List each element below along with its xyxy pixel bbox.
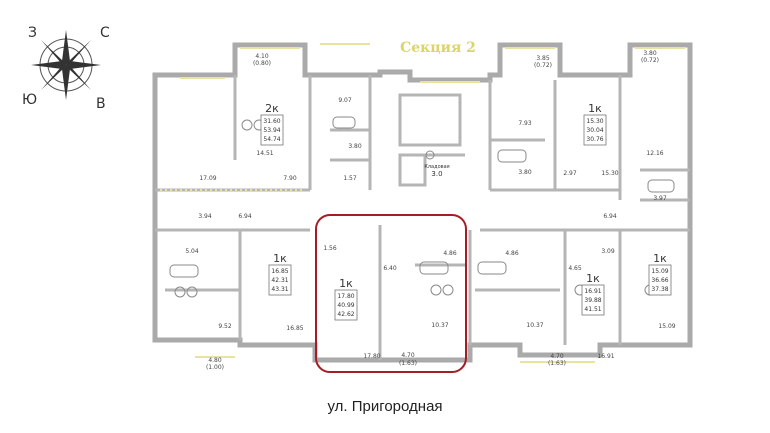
room-area: 12.16 (646, 150, 663, 157)
room-area: 1.57 (343, 175, 357, 182)
room-area: 3.97 (653, 195, 667, 202)
room-area: 6.94 (603, 213, 617, 220)
room-area: 10.37 (431, 322, 448, 329)
apartment-living-area: 16.91 (584, 288, 601, 295)
apartment-total-area: 39.88 (584, 297, 601, 304)
room-area: 5.04 (185, 248, 199, 255)
interior-walls (155, 75, 690, 360)
room-area: 16.85 (286, 325, 303, 332)
apartment-area-with-balcony: 41.51 (584, 306, 601, 313)
room-area: 7.90 (283, 175, 297, 182)
room-area: 4.70 (401, 352, 415, 359)
room-area: (1.63) (399, 360, 417, 367)
apartment-area-with-balcony: 37.38 (651, 286, 668, 293)
room-area: 4.65 (568, 265, 582, 272)
apartment-total-area: 40.99 (337, 302, 354, 309)
compass-east-label: В (96, 96, 106, 112)
apartment-area-with-balcony: 30.76 (586, 136, 603, 143)
room-area: 2.97 (563, 170, 577, 177)
apartment-area-with-balcony: 54.74 (263, 136, 280, 143)
room-area: 9.52 (218, 323, 232, 330)
room-area: 3.80 (643, 50, 657, 57)
apartment-area-with-balcony: 42.62 (337, 311, 354, 318)
apartment-living-area: 17.80 (337, 293, 354, 300)
room-area: 3.09 (601, 248, 615, 255)
apartment-rooms: 1к (273, 252, 287, 265)
room-area-labels: 4.10 (0.80) 9.07 14.51 3.80 17.09 7.90 1… (185, 50, 675, 371)
apartment-rooms: 1к (588, 102, 602, 115)
apartment-rooms: 1к (653, 252, 667, 265)
room-area: (0.72) (641, 57, 659, 64)
apartment-living-area: 31.60 (263, 118, 280, 125)
room-area: 1.56 (323, 245, 337, 252)
room-area: 7.93 (518, 120, 532, 127)
room-area: 4.80 (208, 357, 222, 364)
apartment-info-a2[interactable]: 1к 15.30 30.04 30.76 (583, 102, 607, 146)
compass-north-label: С (100, 25, 110, 41)
room-area: 3.80 (348, 143, 362, 150)
room-area: 17.09 (199, 175, 216, 182)
apartment-total-area: 30.04 (586, 127, 603, 134)
room-area: 9.07 (338, 97, 352, 104)
balconies (160, 43, 685, 373)
room-area: 15.30 (601, 170, 618, 177)
room-area: 4.10 (255, 53, 269, 60)
highlighted-apartment-frame[interactable] (315, 214, 467, 373)
room-area: 3.94 (198, 213, 212, 220)
apartment-info-a6[interactable]: 1к 16.91 39.88 41.51 (581, 272, 605, 316)
apartment-info-a3[interactable]: 1к 15.09 36.66 37.38 (648, 252, 672, 296)
apartment-rooms: 1к (339, 277, 353, 290)
compass-west-label: З (28, 25, 37, 41)
room-area: 4.86 (443, 250, 457, 257)
room-area: 6.94 (238, 213, 252, 220)
room-area: (1.00) (206, 364, 224, 371)
apartment-total-area: 53.94 (263, 127, 280, 134)
section-title: Секция 2 (400, 40, 476, 56)
apartment-living-area: 15.09 (651, 268, 668, 275)
apartment-info-a5[interactable]: 1к 17.80 40.99 42.62 (334, 277, 358, 321)
room-area: 16.91 (597, 353, 614, 360)
apartment-area-with-balcony: 43.31 (271, 286, 288, 293)
room-area: 3.85 (536, 55, 550, 62)
room-area: (1.63) (548, 360, 566, 367)
apartment-living-area: 16.85 (271, 268, 288, 275)
room-area: 4.70 (550, 353, 564, 360)
apartment-info-a4[interactable]: 1к 16.85 42.31 43.31 (268, 252, 292, 296)
room-area: 14.51 (256, 150, 273, 157)
apartment-info-a1[interactable]: 2к 31.60 53.94 54.74 (260, 102, 284, 146)
compass-rose: С З Ю В (22, 25, 110, 112)
closet-label: Кладовая (424, 164, 449, 170)
closet-area: 3.0 (431, 170, 442, 178)
room-area: 6.40 (383, 265, 397, 272)
room-area: 4.86 (505, 250, 519, 257)
room-area: 15.09 (658, 323, 675, 330)
apartment-living-area: 15.30 (586, 118, 603, 125)
room-area: (0.72) (534, 62, 552, 69)
street-name: ул. Пригородная (327, 398, 443, 415)
apartment-total-area: 36.66 (651, 277, 668, 284)
compass-south-label: Ю (22, 92, 37, 108)
room-area: 17.80 (363, 353, 380, 360)
apartment-total-area: 42.31 (271, 277, 288, 284)
apartment-rooms: 2к (265, 102, 279, 115)
room-area: 3.80 (518, 169, 532, 176)
room-area: 10.37 (526, 322, 543, 329)
room-area: (0.80) (253, 60, 271, 67)
apartment-rooms: 1к (586, 272, 600, 285)
